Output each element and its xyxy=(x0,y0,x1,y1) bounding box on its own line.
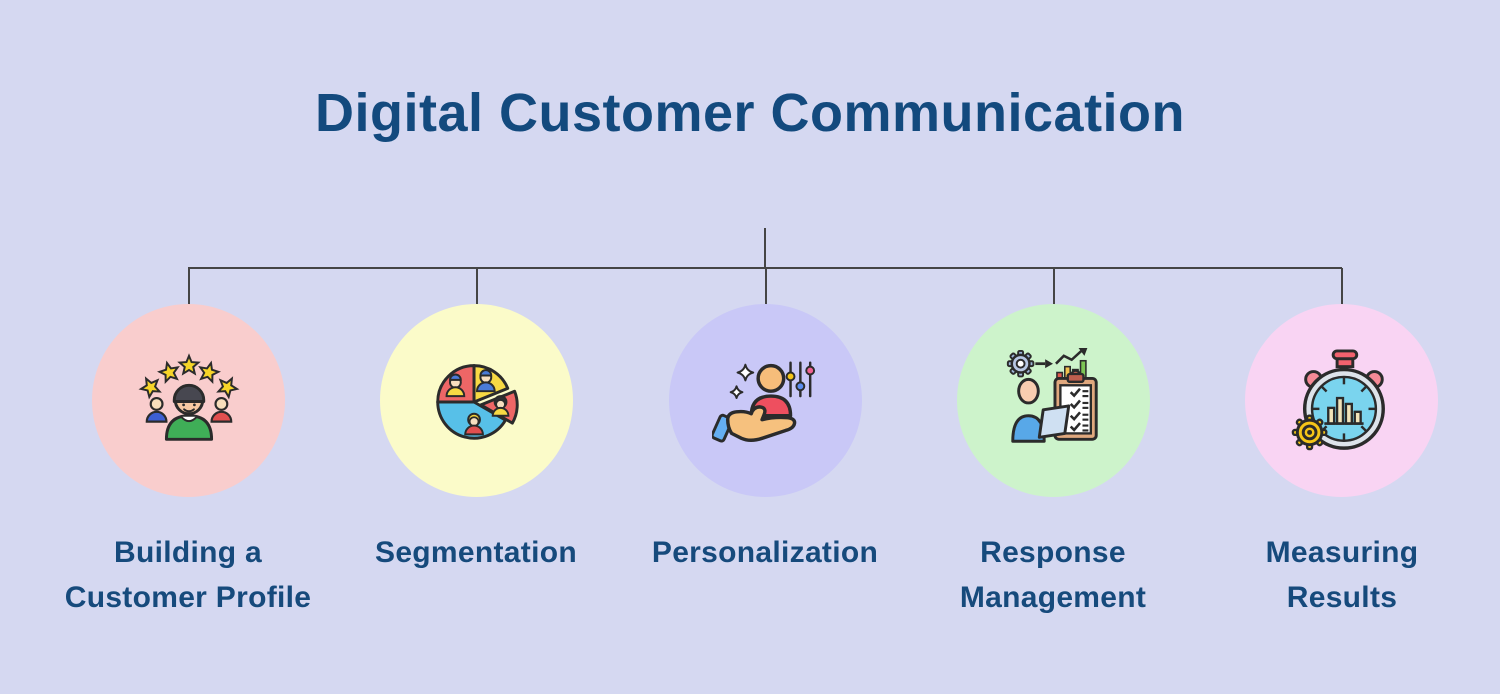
connector-stem xyxy=(764,228,766,268)
stopwatch-barchart-gear-icon xyxy=(1291,348,1385,450)
hand-holding-person-icon xyxy=(711,360,815,442)
connector-drop-3 xyxy=(765,268,767,306)
customer-profile-stars-icon xyxy=(136,354,241,441)
node-label-personalization: Personalization xyxy=(651,536,879,569)
connector-drop-4 xyxy=(1053,268,1055,306)
segmentation-pie-people-icon xyxy=(435,363,519,440)
node-circle-segmentation xyxy=(380,304,573,497)
connector-drop-5 xyxy=(1341,268,1343,306)
node-label-segmentation: Segmentation xyxy=(375,536,577,569)
connector-drop-2 xyxy=(476,268,478,306)
node-circle-measuring-results xyxy=(1245,304,1438,497)
node-label-customer-profile: Building a Customer Profile xyxy=(64,536,312,614)
person-checklist-gear-icon xyxy=(1006,347,1098,443)
node-circle-personalization xyxy=(669,304,862,497)
node-label-measuring-results: Measuring Results xyxy=(1265,536,1419,614)
node-circle-response-management xyxy=(957,304,1150,497)
connector-drop-1 xyxy=(188,268,190,306)
page-title: Digital Customer Communication xyxy=(314,83,1186,143)
node-circle-customer-profile xyxy=(92,304,285,497)
node-label-response-management: Response Management xyxy=(959,536,1147,614)
